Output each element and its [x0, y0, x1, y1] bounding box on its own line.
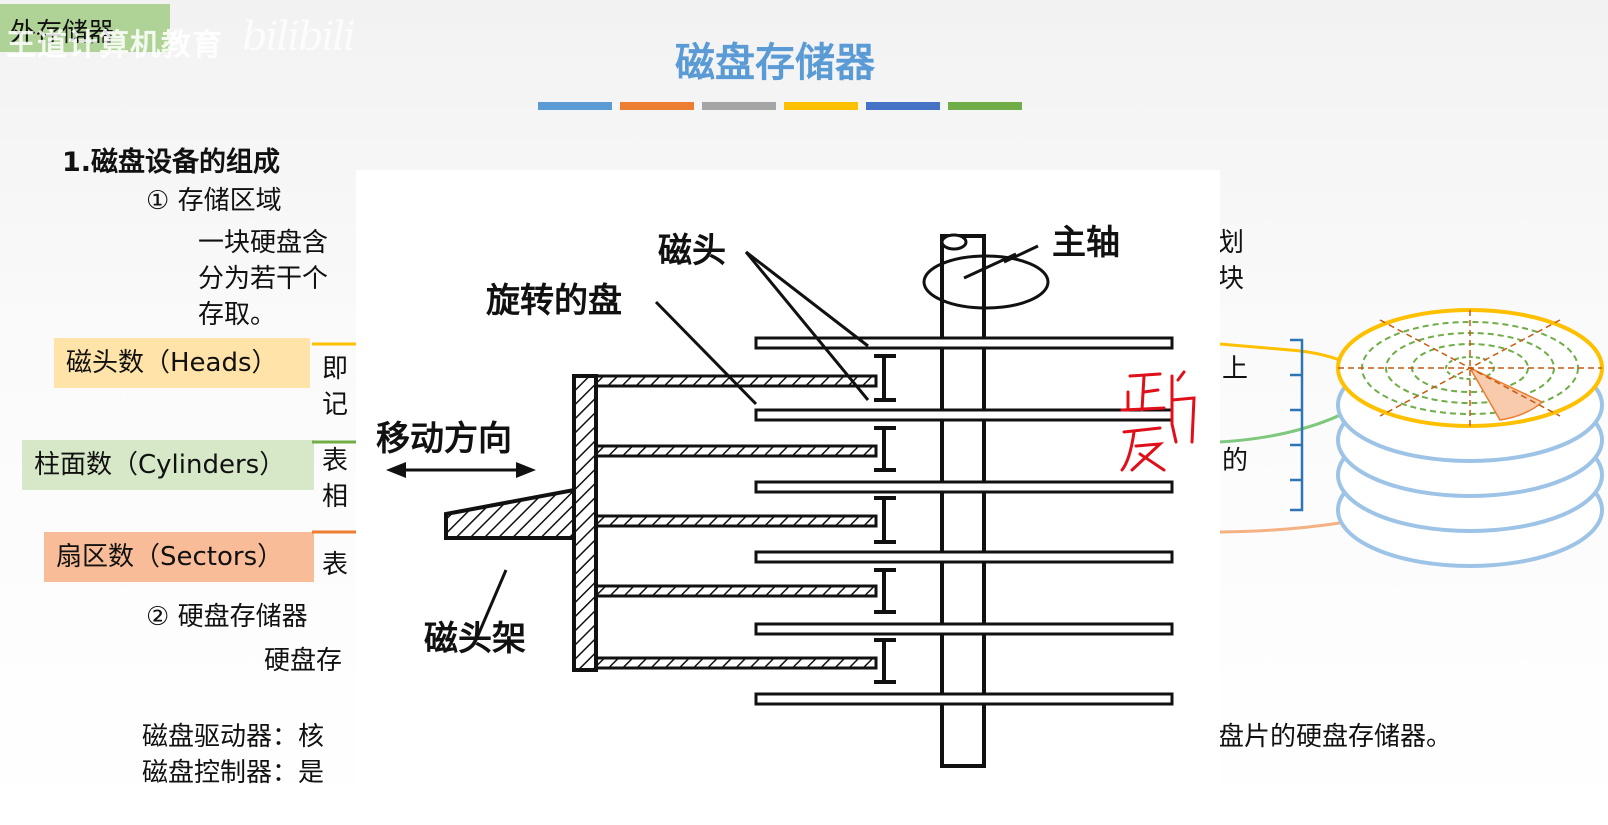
heads-desc-tail: 上 [1222, 354, 1249, 384]
heads-desc: 记 [322, 390, 349, 420]
disk-driver-line-tail: 盘片的硬盘存储器。 [1218, 722, 1453, 752]
paragraph-line-tail: 块 [1218, 264, 1245, 294]
hard-disk-desc: 硬盘存 [264, 646, 343, 676]
title-color-segment [538, 102, 612, 110]
watermark-logo: bilibili [242, 14, 356, 60]
disk-controller-line: 磁盘控制器：是 [142, 758, 325, 788]
subsection-storage-area: ① 存储区域 [146, 186, 282, 216]
paragraph-line: 分为若干个 [198, 264, 329, 294]
title-color-segment [620, 102, 694, 110]
disk-platter-illustration [1290, 308, 1604, 568]
heads-desc: 即 [322, 354, 349, 384]
platters [754, 336, 1174, 706]
disk-driver-line: 磁盘驱动器：核 [142, 722, 325, 752]
cylinders-desc: 相 [322, 482, 349, 512]
handwritten-annotation [1120, 370, 1196, 472]
sectors-label: 扇区数（Sectors） [44, 532, 314, 582]
title-color-segment [702, 102, 776, 110]
section-tag [0, 4, 170, 52]
disk-structure-diagram: 磁头 主轴 旋转的盘 移动方向 磁头架 [356, 170, 1220, 790]
slide-title: 磁盘存储器 [675, 40, 875, 86]
cylinders-desc: 表 [322, 446, 349, 476]
watermark: 王道计算机教育 [6, 28, 223, 63]
sectors-desc: 表 [322, 550, 349, 580]
section-heading: 1.磁盘设备的组成 [62, 147, 281, 178]
cylinders-desc-tail: 的 [1222, 446, 1249, 476]
label-head: 磁头 [658, 231, 726, 271]
subsection-hard-disk: ② 硬盘存储器 [146, 602, 308, 632]
cylinders-label: 柱面数（Cylinders） [22, 440, 314, 490]
paragraph-line: 一块硬盘含 [198, 228, 329, 258]
label-spindle: 主轴 [1052, 223, 1120, 263]
label-arm: 磁头架 [424, 619, 526, 659]
title-color-segment [948, 102, 1022, 110]
section-tag-label: 外存储器 [10, 18, 115, 48]
label-platter: 旋转的盘 [486, 281, 622, 321]
label-direction: 移动方向 [376, 419, 512, 459]
paragraph-line-tail: 划 [1218, 228, 1245, 258]
heads-label: 磁头数（Heads） [54, 338, 310, 388]
paragraph-line: 存取。 [198, 300, 277, 330]
title-color-segment [866, 102, 940, 110]
title-color-segment [784, 102, 858, 110]
